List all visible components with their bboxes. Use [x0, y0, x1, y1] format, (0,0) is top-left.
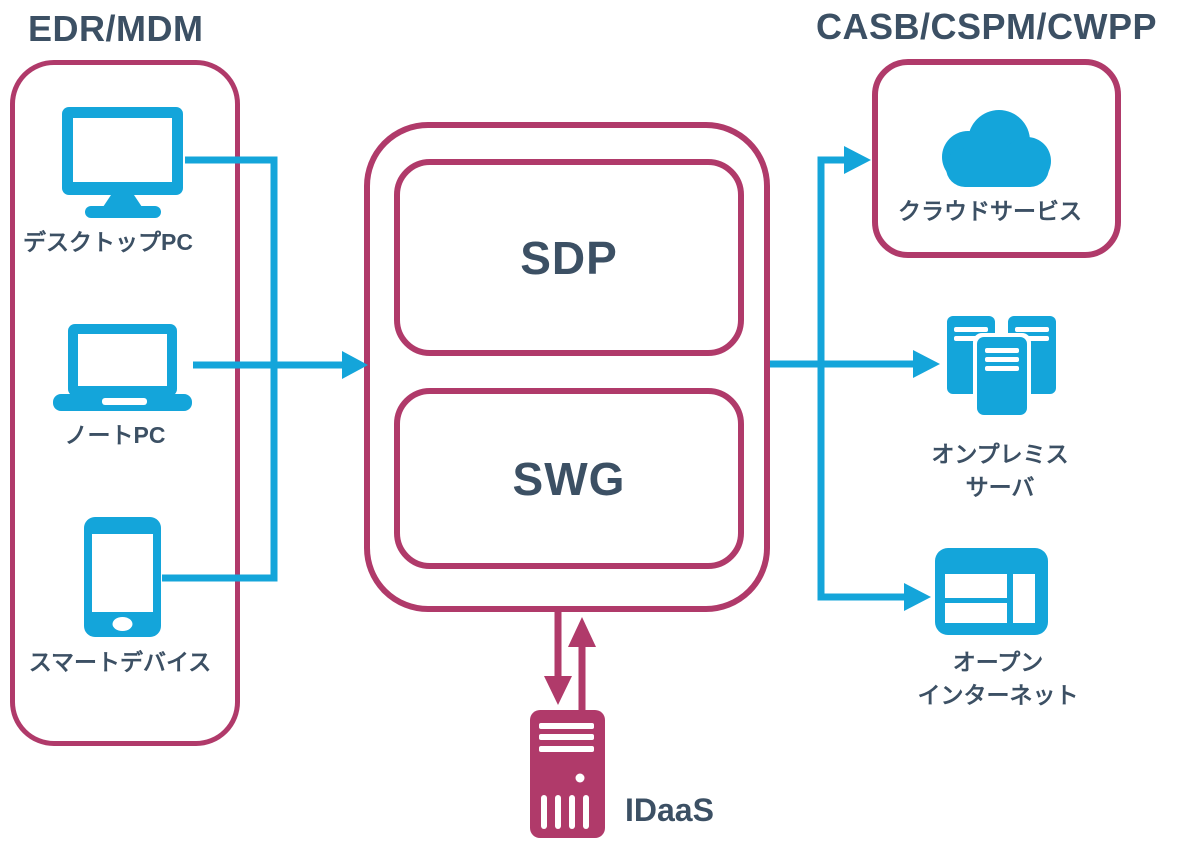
- branch-to-internet-arrow: [904, 583, 931, 611]
- edr-mdm-title: EDR/MDM: [28, 8, 204, 49]
- casb-cspm-cwpp-title: CASB/CSPM/CWPP: [816, 6, 1158, 47]
- device-trunk-connector: [162, 156, 278, 582]
- laptop-icon: [53, 324, 192, 411]
- open-internet-label: オープン インターネット: [903, 646, 1093, 713]
- onprem-servers-icon: [947, 316, 1056, 419]
- swg-label: SWG: [512, 452, 626, 505]
- onprem-label-line2: サーバ: [965, 474, 1035, 501]
- laptop-to-sase-arrow: [193, 351, 368, 379]
- desktop-pc-icon: [62, 107, 183, 218]
- sase-to-idaas-arrow: [544, 612, 572, 705]
- open-internet-label-line2: インターネット: [917, 682, 1079, 709]
- idaas-label: IDaaS: [625, 792, 714, 828]
- open-internet-icon: [935, 548, 1048, 635]
- onprem-label-line1: オンプレミス: [931, 441, 1069, 467]
- branch-to-cloud-arrow: [844, 146, 871, 174]
- open-internet-label-line1: オープン: [952, 649, 1044, 675]
- smart-device-label: スマートデバイス: [28, 649, 212, 675]
- idaas-to-sase-arrow: [568, 617, 596, 710]
- idaas-server-icon: [530, 710, 605, 838]
- cloud-service-label: クラウドサービス: [898, 198, 1082, 224]
- sdp-box: SDP: [394, 159, 744, 356]
- laptop-label: ノートPC: [64, 422, 166, 448]
- sdp-label: SDP: [520, 231, 618, 284]
- right-branch-connector: [817, 156, 906, 601]
- sase-to-right-arrow: [770, 350, 940, 378]
- smartphone-icon: [84, 517, 161, 637]
- swg-box: SWG: [394, 388, 744, 569]
- sase-outer-box: [364, 122, 770, 612]
- edr-mdm-group-box: [10, 60, 240, 746]
- desktop-pc-label: デスクトップPC: [23, 229, 193, 255]
- cloud-icon: [942, 110, 1051, 187]
- onprem-server-label: オンプレミス サーバ: [905, 438, 1095, 505]
- cloud-service-box: [872, 59, 1121, 258]
